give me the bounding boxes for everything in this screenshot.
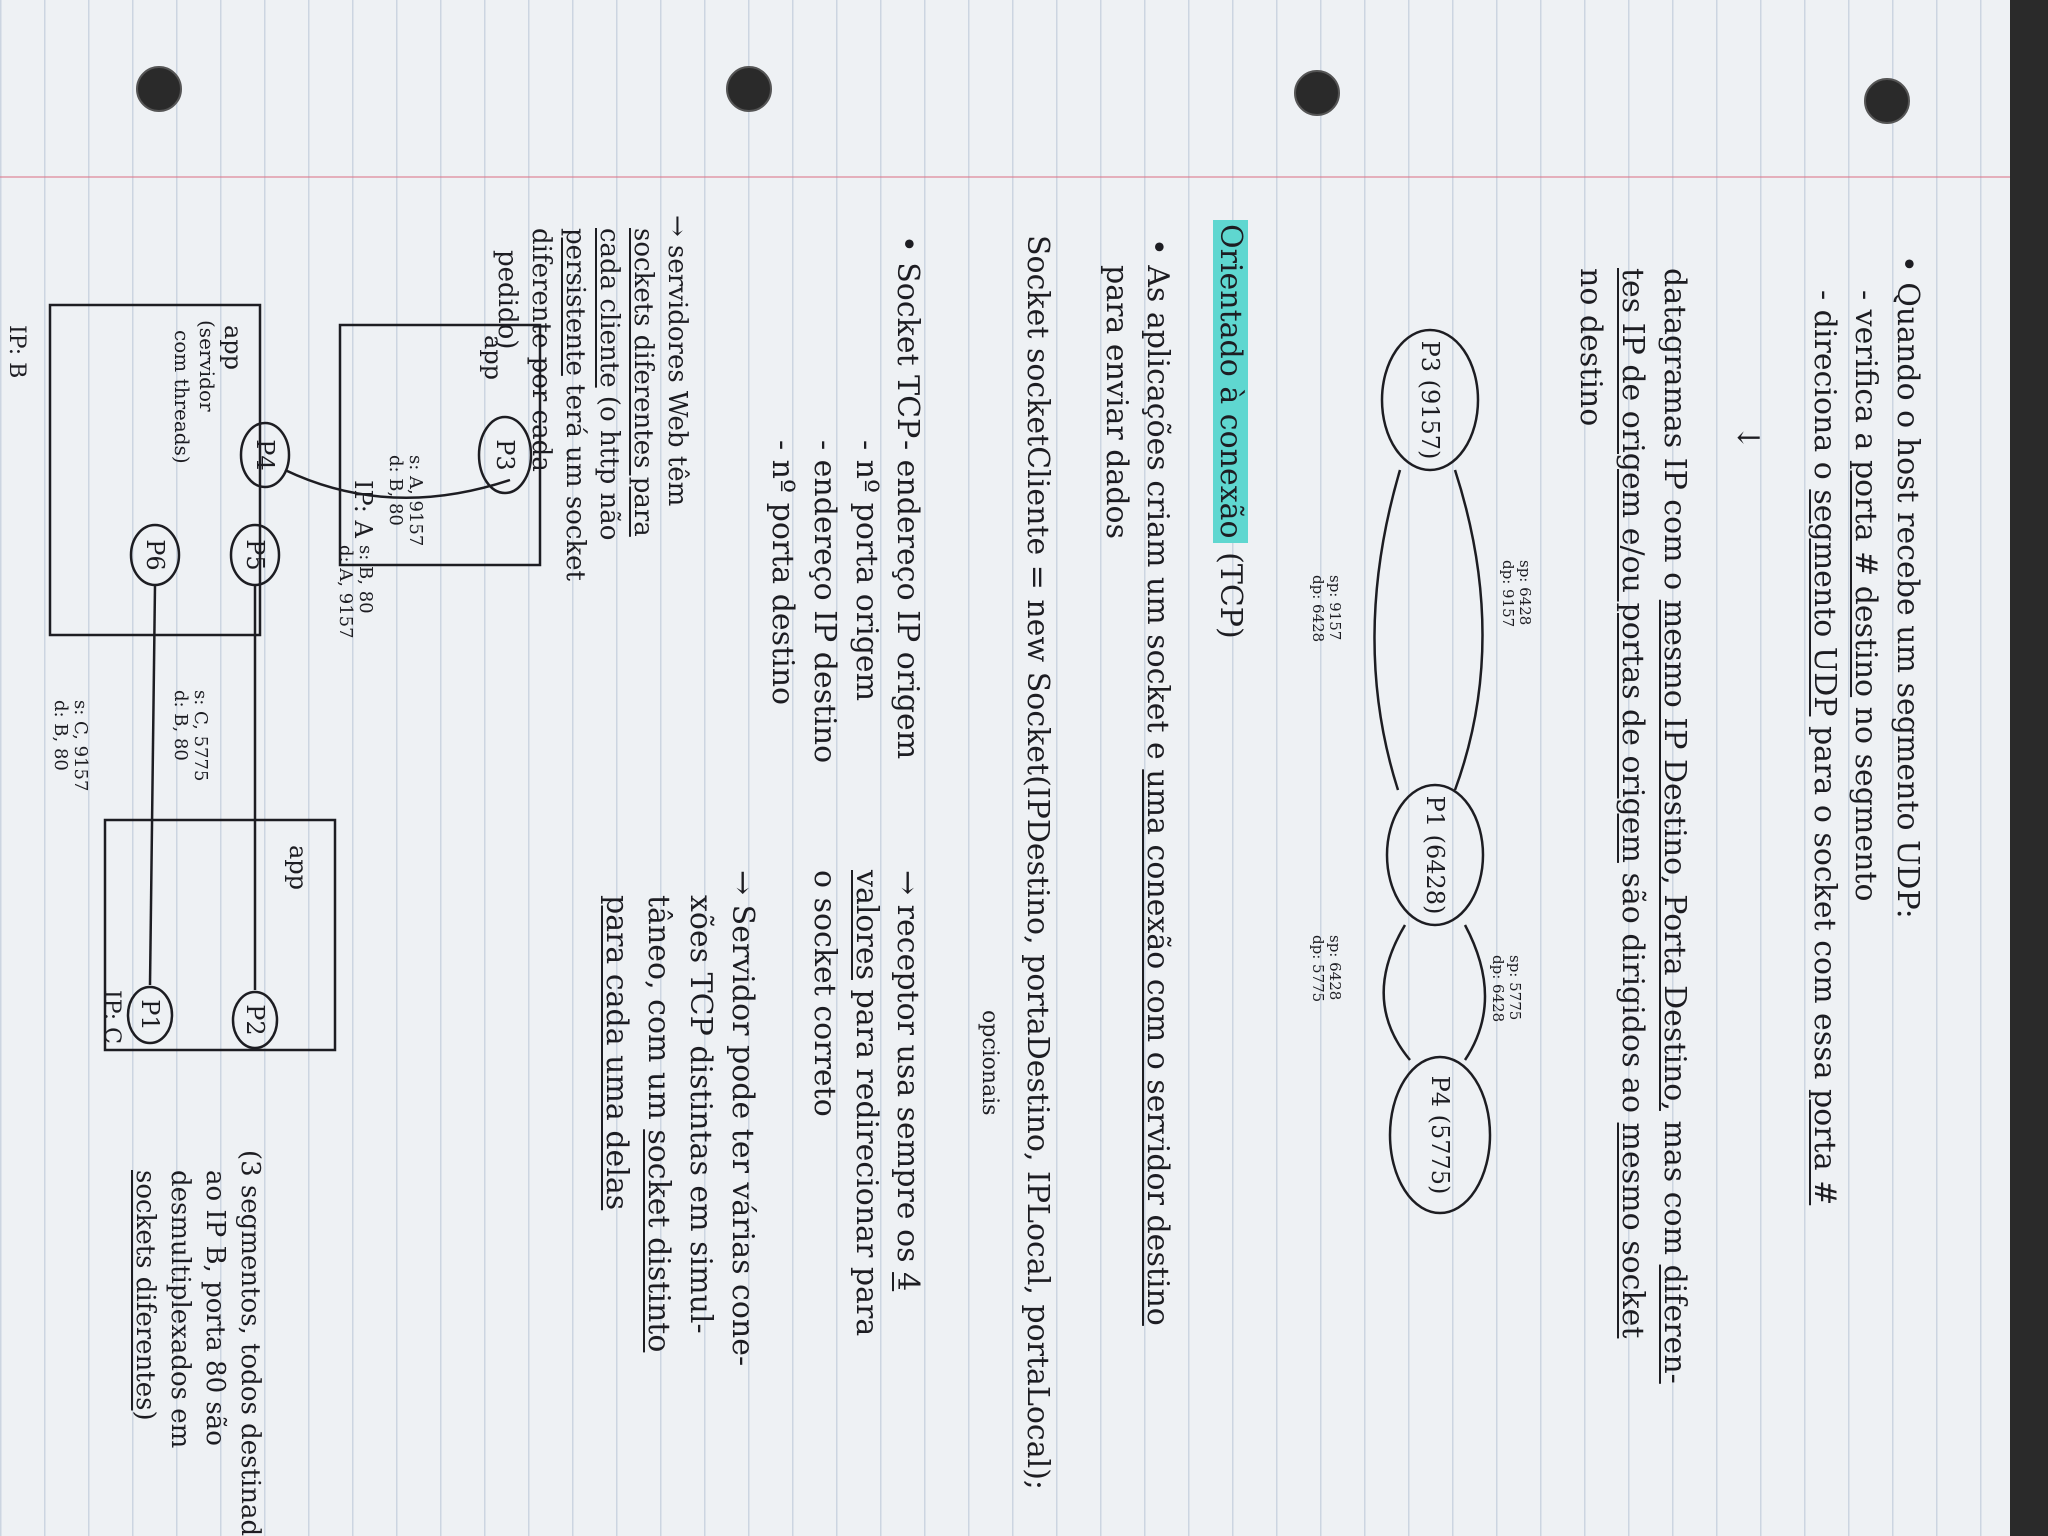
segment-label: s: B, 80 (355, 545, 376, 614)
p4-label: P4 (5775) (1426, 1076, 1454, 1195)
p3-ellipse (1380, 328, 1480, 472)
host-c-ip: IP: C (99, 990, 124, 1044)
segment-label: d: A, 9157 (335, 545, 356, 639)
p3-circle (477, 415, 533, 495)
p6-label: P6 (141, 539, 169, 570)
note-line-1: (3 segmentos, todos destinados (235, 1150, 265, 1536)
arrow-p4-to-p1 (1463, 924, 1487, 1061)
host-c-box (103, 818, 337, 1052)
seg-label: dp: 6428 (1489, 955, 1507, 1022)
punch-hole (726, 66, 772, 112)
seg-label: sp: 9157 (1326, 575, 1344, 640)
segment-label: s: C, 5775 (190, 690, 211, 781)
p1-ellipse (1385, 783, 1485, 927)
p2-label: P2 (241, 1004, 269, 1035)
p1-circle (126, 985, 174, 1045)
server-note: com threads) (170, 330, 194, 464)
p2-circle (231, 990, 279, 1050)
arrow-p1-to-p3 (1453, 469, 1484, 791)
seg-label: dp: 6428 (1309, 575, 1327, 642)
host-b-ip: IP: B (4, 325, 29, 378)
segment-label: s: C, 9157 (70, 700, 91, 791)
seg-label: sp: 6428 (1516, 560, 1534, 625)
note-line-4: sockets diferentes) (130, 1170, 160, 1421)
host-a-box (338, 323, 542, 567)
punch-hole (1294, 70, 1340, 116)
seg-label: sp: 6428 (1326, 935, 1344, 1000)
arrow-p1-to-p4 (1382, 924, 1411, 1061)
p3-label: P3 (9157) (1416, 341, 1444, 460)
arrow-p3-to-p1 (1373, 469, 1402, 791)
segment-label: d: B, 80 (50, 700, 71, 771)
app-label: app (284, 845, 312, 890)
seg-label: dp: 9157 (1499, 560, 1517, 627)
p1-label: P1 (6428) (1421, 796, 1449, 915)
page-edge (2010, 0, 2048, 1536)
app-label: app (479, 335, 507, 380)
punch-hole (136, 66, 182, 112)
server-note: (servidor (195, 320, 219, 412)
punch-hole (1864, 78, 1910, 124)
p4-ellipse (1388, 1055, 1492, 1215)
link-p3-p4 (284, 468, 511, 500)
seg-label: dp: 5775 (1309, 935, 1327, 1002)
p1-label: P1 (136, 999, 164, 1030)
note-line-2: ao IP B, porta 80 são (200, 1170, 230, 1446)
p3-label: P3 (491, 439, 519, 470)
segment-label: s: A, 9157 (405, 455, 426, 546)
margin-line (0, 176, 2010, 178)
link-p6-p1 (148, 584, 157, 986)
p5-label: P5 (241, 539, 269, 570)
p4-circle (239, 421, 291, 489)
segment-label: d: B, 80 (385, 455, 406, 526)
host-a-ip: IP: A (349, 480, 377, 538)
p4-label: P4 (251, 439, 279, 470)
segment-label: d: B, 80 (170, 690, 191, 761)
note-line-3: desmultiplexados em (165, 1170, 195, 1449)
app-label: app (219, 325, 247, 370)
seg-label: sp: 5775 (1506, 955, 1524, 1020)
